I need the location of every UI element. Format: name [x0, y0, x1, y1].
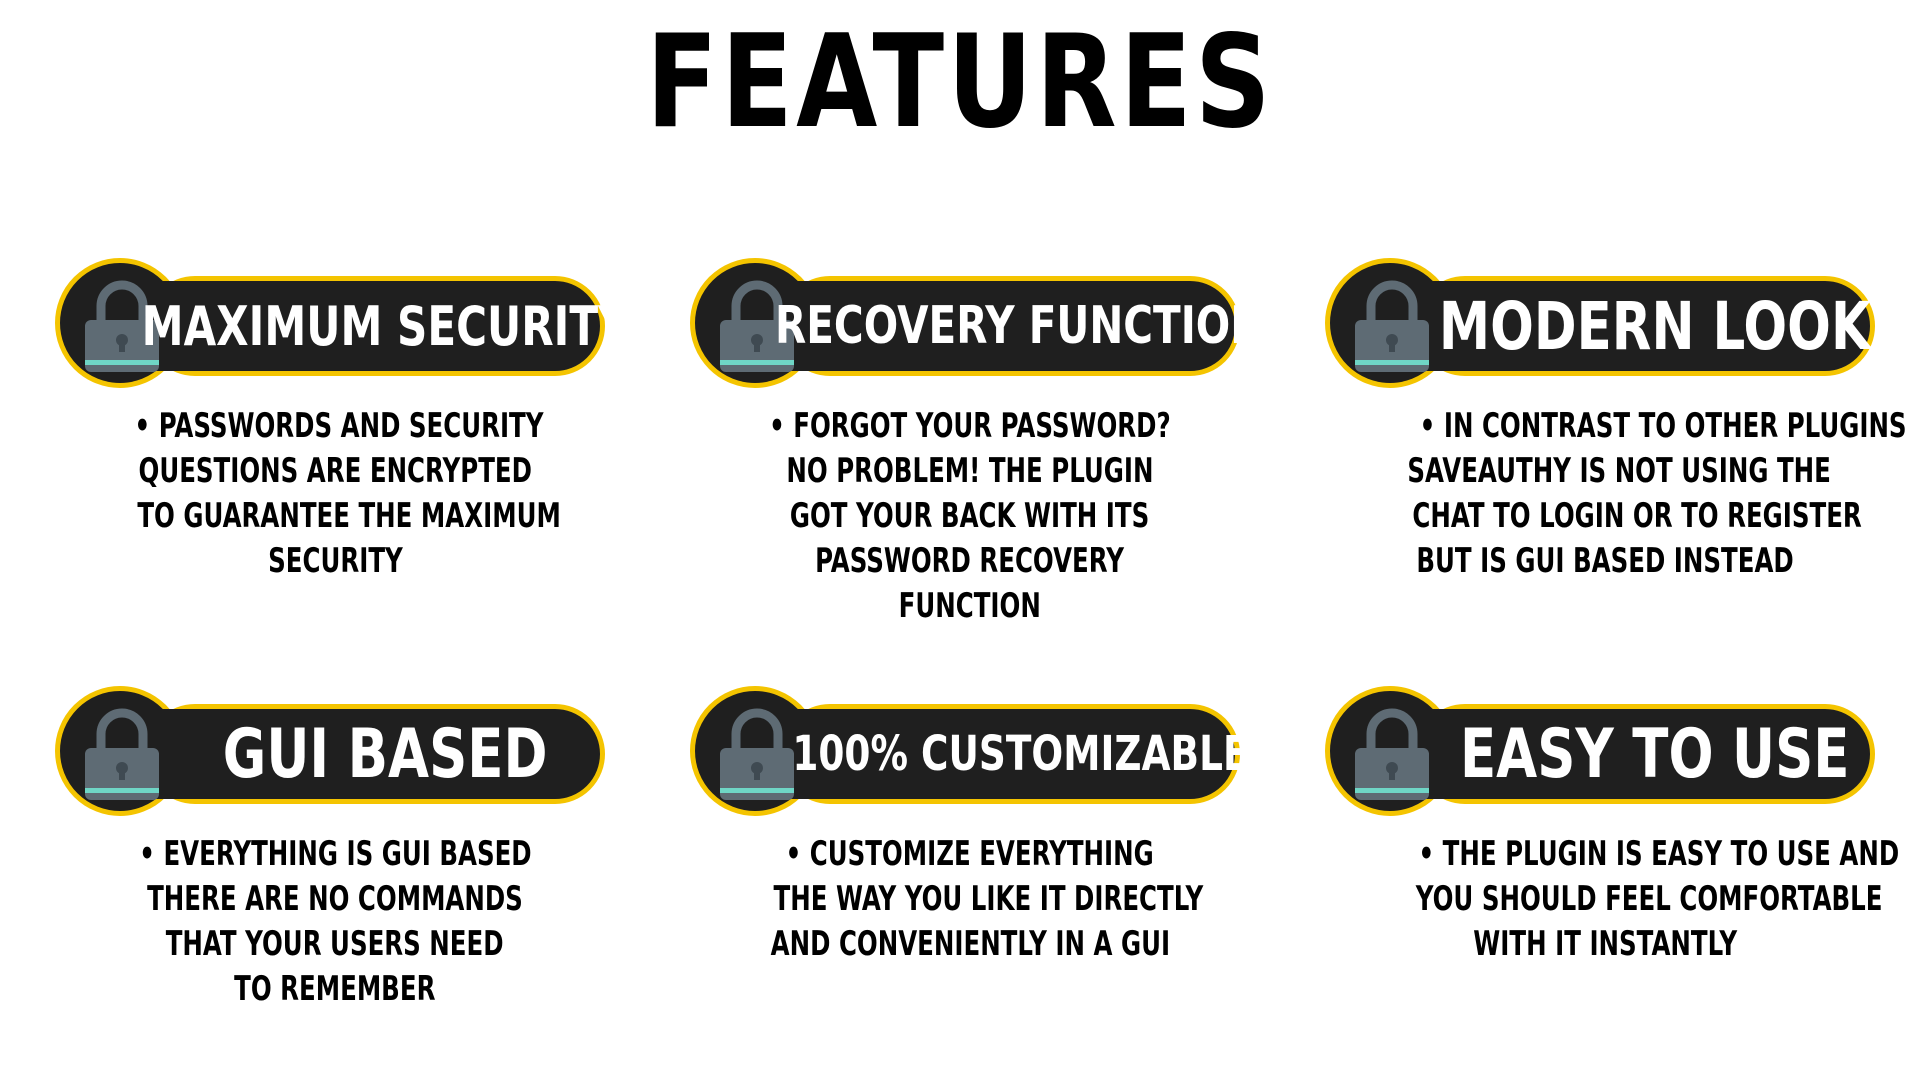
padlock-icon — [1355, 280, 1429, 372]
feature-badge: RECOVERY FUNCTION — [690, 258, 1265, 388]
feature-title: MODERN LOOK — [1439, 287, 1871, 365]
feature-title: GUI BASED — [222, 714, 548, 794]
padlock-icon — [720, 280, 794, 372]
feature-badge: MODERN LOOK — [1325, 258, 1885, 388]
feature-title: 100% CUSTOMIZABLE — [791, 726, 1249, 782]
feature-description: • FORGOT YOUR PASSWORD? NO PROBLEM! THE … — [769, 406, 1171, 626]
padlock-icon — [1355, 708, 1429, 800]
feature-badge: MAXIMUM SECURITY — [55, 258, 629, 388]
feature-description: • PASSWORDS AND SECURITY QUESTIONS ARE E… — [134, 406, 561, 581]
feature-description: • EVERYTHING IS GUI BASED THERE ARE NO C… — [138, 834, 532, 1009]
padlock-icon — [85, 708, 159, 800]
feature-description: • CUSTOMIZE EVERYTHING THE WAY YOU LIKE … — [770, 834, 1204, 964]
page-title: FEATURES — [646, 8, 1274, 157]
feature-badge: EASY TO USE — [1325, 686, 1885, 816]
feature-description: • THE PLUGIN IS EASY TO USE AND YOU SHOU… — [1415, 834, 1900, 964]
feature-badge: GUI BASED — [55, 686, 615, 816]
padlock-icon — [720, 708, 794, 800]
feature-title: RECOVERY FUNCTION — [775, 296, 1265, 356]
padlock-icon — [85, 280, 159, 372]
feature-title: MAXIMUM SECURITY — [141, 294, 629, 358]
feature-description: • IN CONTRAST TO OTHER PLUGINS SAVEAUTHY… — [1407, 406, 1907, 581]
feature-title: EASY TO USE — [1460, 714, 1850, 794]
feature-badge: 100% CUSTOMIZABLE — [690, 686, 1250, 816]
